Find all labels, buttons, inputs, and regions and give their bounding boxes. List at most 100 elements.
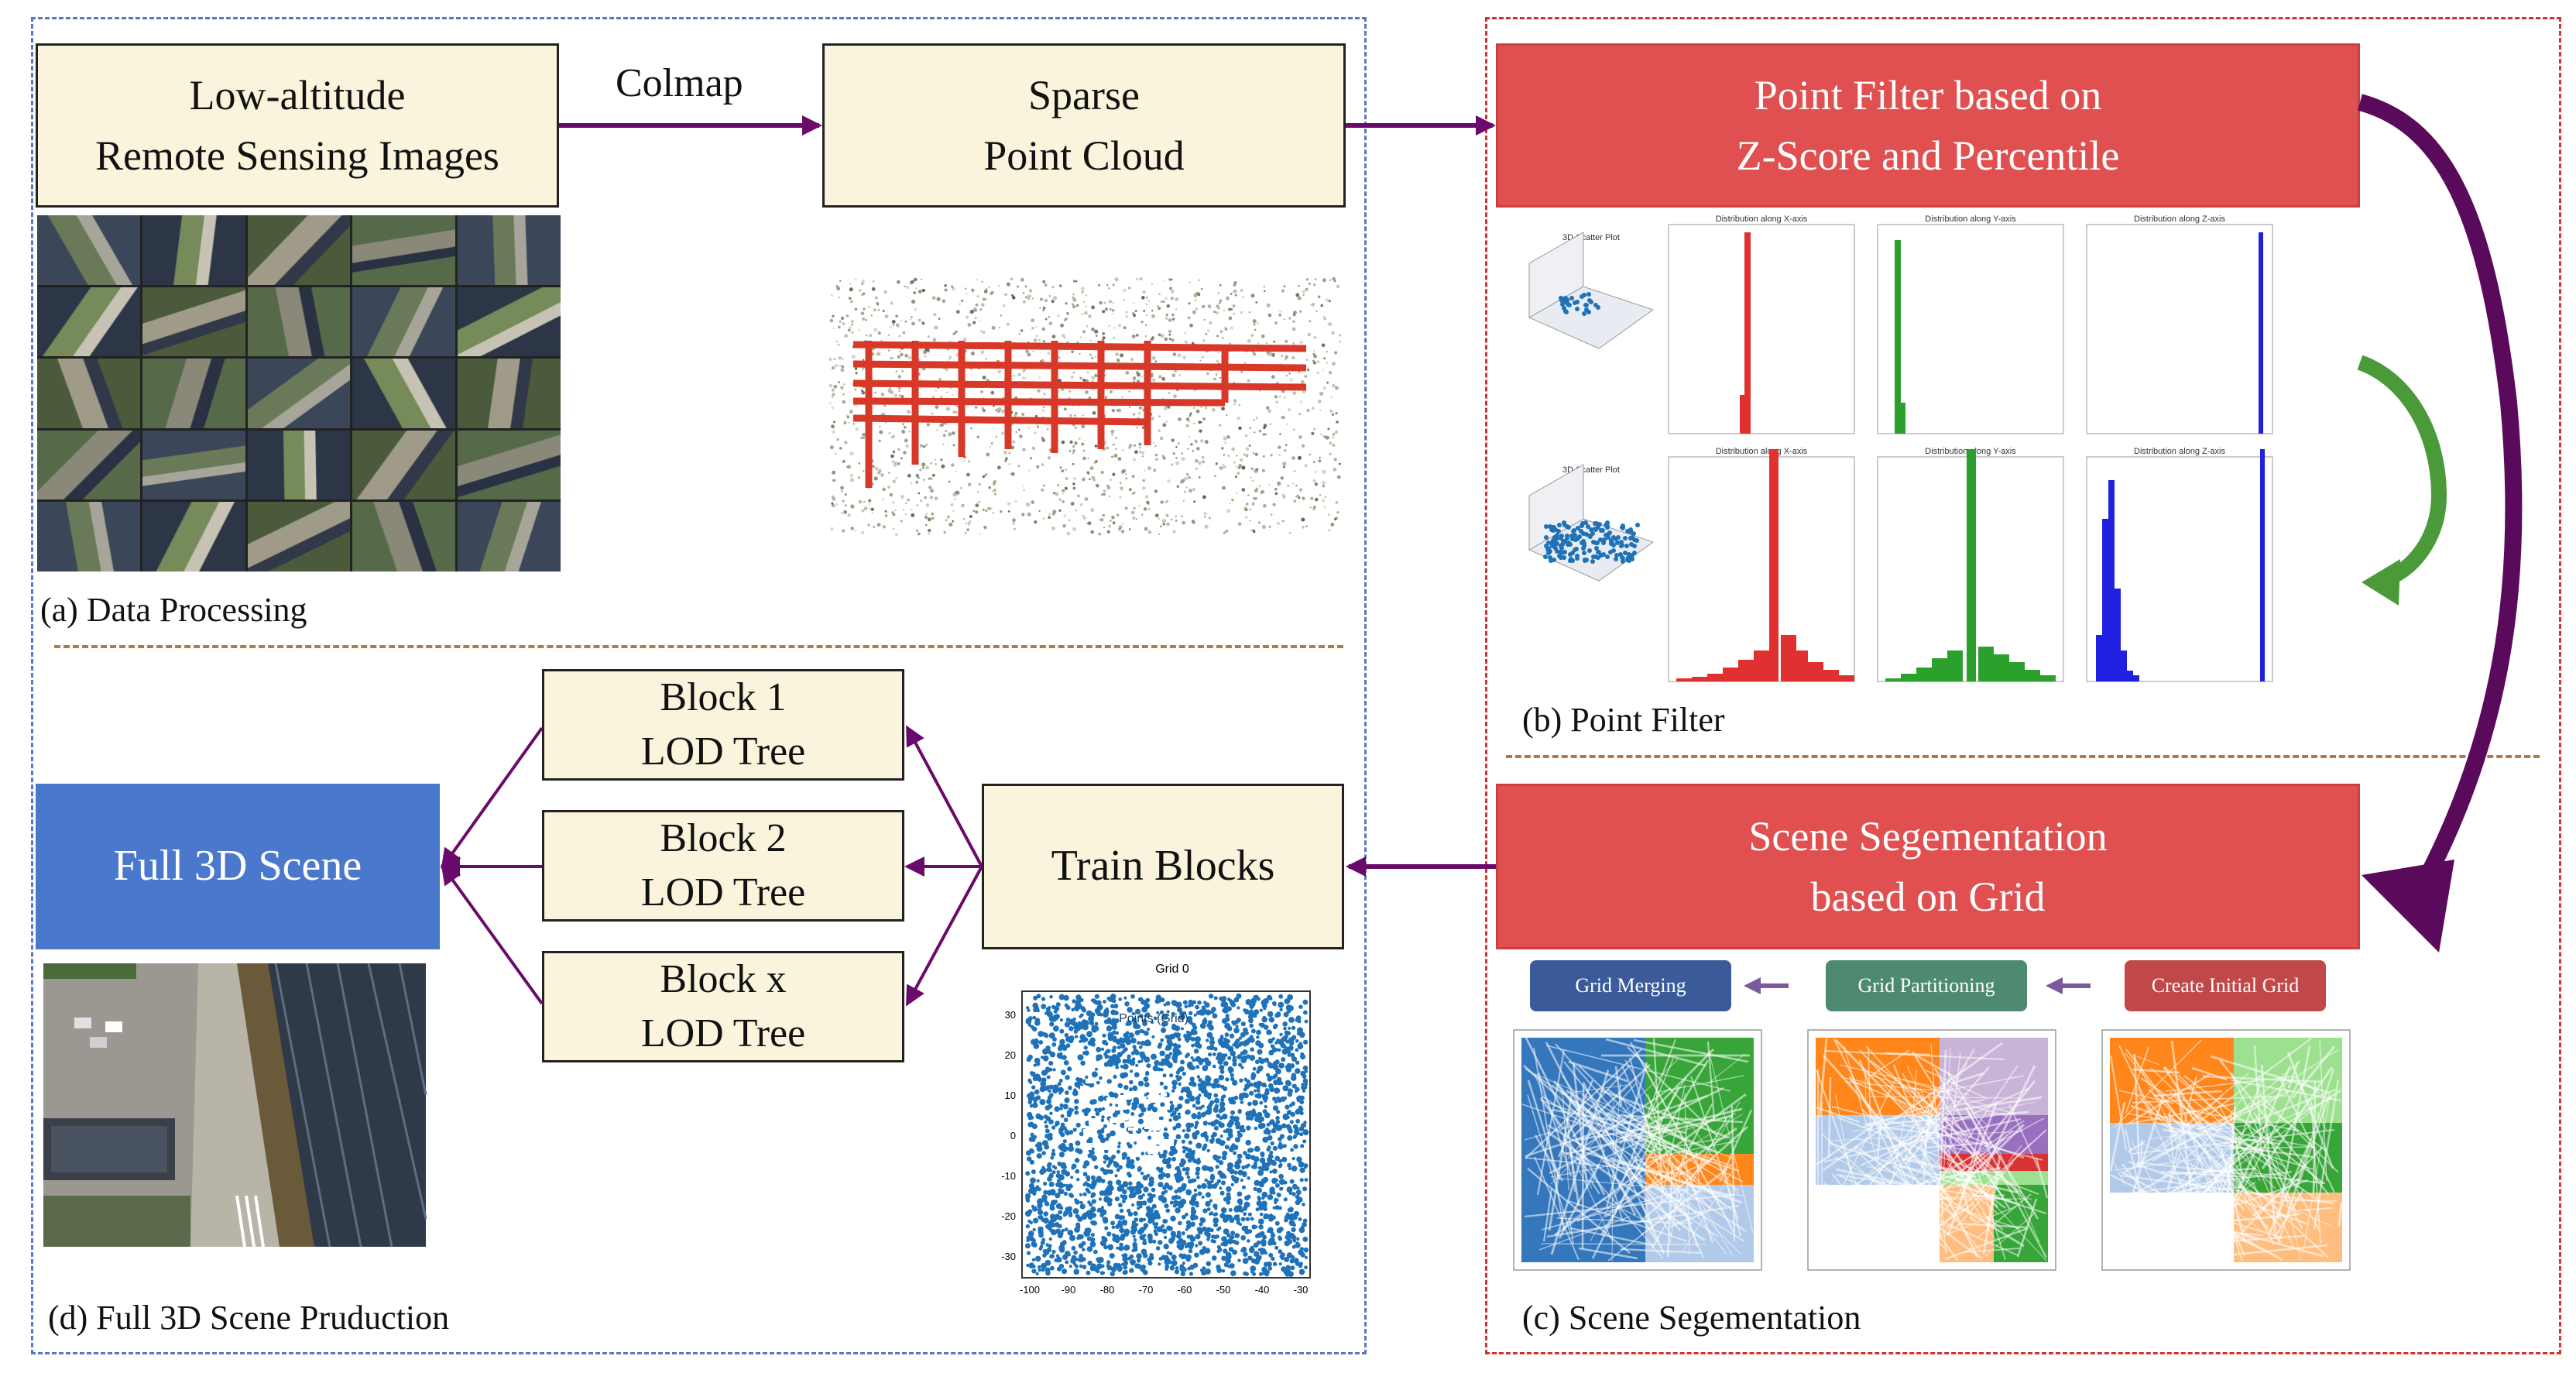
point-cloud-dot [1018,428,1020,431]
point-cloud-dot [1072,462,1075,465]
point-cloud-dot [865,319,867,321]
point-cloud-dot [1213,311,1216,314]
point-cloud-dot [1115,448,1117,450]
point-cloud-dot [1117,324,1122,328]
point-cloud-dot [1023,300,1026,304]
point-cloud-dot [1175,297,1179,301]
point-cloud-dot [1193,500,1196,503]
point-cloud-dot [1171,313,1175,317]
point-cloud-dot [1125,473,1127,475]
point-cloud-dot [1036,465,1040,469]
point-cloud-dot [832,327,835,330]
point-cloud-dot [914,308,917,311]
images-box-line2: Remote Sensing Images [95,132,499,179]
point-cloud-dot [1034,431,1037,434]
point-cloud-dot [1063,318,1067,321]
point-cloud-dot [1288,408,1291,411]
point-cloud-dot [1320,433,1323,436]
point-cloud-dot [1339,340,1341,343]
point-cloud-dot [941,464,945,469]
grid-point [1213,1078,1219,1084]
grid-point [1043,1181,1048,1186]
point-cloud-dot [1112,472,1116,476]
point-cloud-dot [911,509,913,511]
grid-point [1221,1255,1226,1261]
point-cloud-dot [1087,521,1092,526]
point-cloud-dot [1265,352,1267,355]
point-cloud-dot [1189,412,1192,415]
point-cloud-dot [892,527,895,530]
grid-point [1272,1145,1278,1151]
point-cloud-dot [1262,455,1265,458]
point-cloud-dot [972,510,976,513]
point-cloud-dot [1258,485,1261,488]
drone-image-tile [142,430,245,500]
point-cloud-dot [1261,334,1265,338]
point-cloud-dot [1160,500,1164,504]
point-cloud-dot [890,301,894,305]
point-cloud-dot [1319,456,1321,459]
point-cloud-dot [989,445,991,448]
drone-image-tile [247,430,351,500]
point-cloud-dot [1147,502,1150,505]
point-cloud-dot [1038,376,1041,379]
point-cloud-dot [928,477,931,480]
point-cloud-dot [952,444,955,447]
point-cloud-dot [1170,297,1174,300]
point-cloud-dot [1202,460,1205,464]
point-cloud-dot [984,509,988,513]
point-cloud-dot [1236,455,1238,457]
point-cloud-dot [947,348,949,351]
point-cloud-dot [932,396,935,399]
point-cloud-dot [1332,444,1336,447]
grid-point [1259,1212,1264,1217]
point-cloud-dot [1200,420,1203,424]
point-cloud-dot [933,313,937,317]
point-cloud-dot [1031,500,1034,504]
point-cloud-dot [1022,376,1025,379]
point-cloud-dot [1132,376,1137,380]
point-cloud-dot [944,284,947,287]
point-cloud-dot [1288,532,1291,534]
point-cloud-dot [1089,339,1092,342]
point-cloud-dot [879,430,883,434]
point-cloud-dot [913,291,916,294]
point-cloud-dot [1031,297,1034,300]
point-cloud-dot [1307,332,1312,337]
point-cloud-dot [993,480,997,484]
point-cloud-dot [1062,489,1065,493]
point-cloud-dot [1250,529,1253,531]
point-cloud-dot [1079,438,1081,440]
grid-point [1199,1249,1206,1255]
point-cloud-dot [1007,510,1010,513]
point-cloud-dot [1252,352,1257,356]
point-cloud-dot [1111,433,1114,436]
point-cloud-dot [1195,458,1199,463]
point-cloud-dot [1257,342,1260,345]
point-cloud-dot [1219,330,1223,333]
point-cloud-dot [832,420,836,424]
point-cloud-dot [1190,443,1193,446]
point-cloud-dot [952,510,955,513]
point-cloud-dot [1151,283,1153,286]
point-cloud-dot [1267,352,1269,354]
point-cloud-dot [1326,381,1329,384]
point-cloud-dot [858,289,862,292]
point-cloud-dot [1305,359,1309,362]
point-cloud-dot [1110,479,1112,481]
point-cloud-dot [1171,318,1175,321]
point-cloud-dot [1189,414,1192,417]
point-cloud-dot [847,328,851,332]
grid0-title: Grid 0 [1155,963,1189,976]
point-cloud-dot [1302,390,1306,394]
grid-point [1065,1075,1070,1080]
grid-point [1131,1203,1135,1207]
point-cloud-dot [1000,314,1003,317]
point-cloud-dot [1133,506,1136,510]
point-cloud-dot [1133,328,1135,331]
point-cloud-dot [1134,450,1138,454]
point-cloud-dot [846,465,851,469]
point-cloud-dot [1268,351,1272,355]
point-cloud-dot [1248,445,1251,447]
